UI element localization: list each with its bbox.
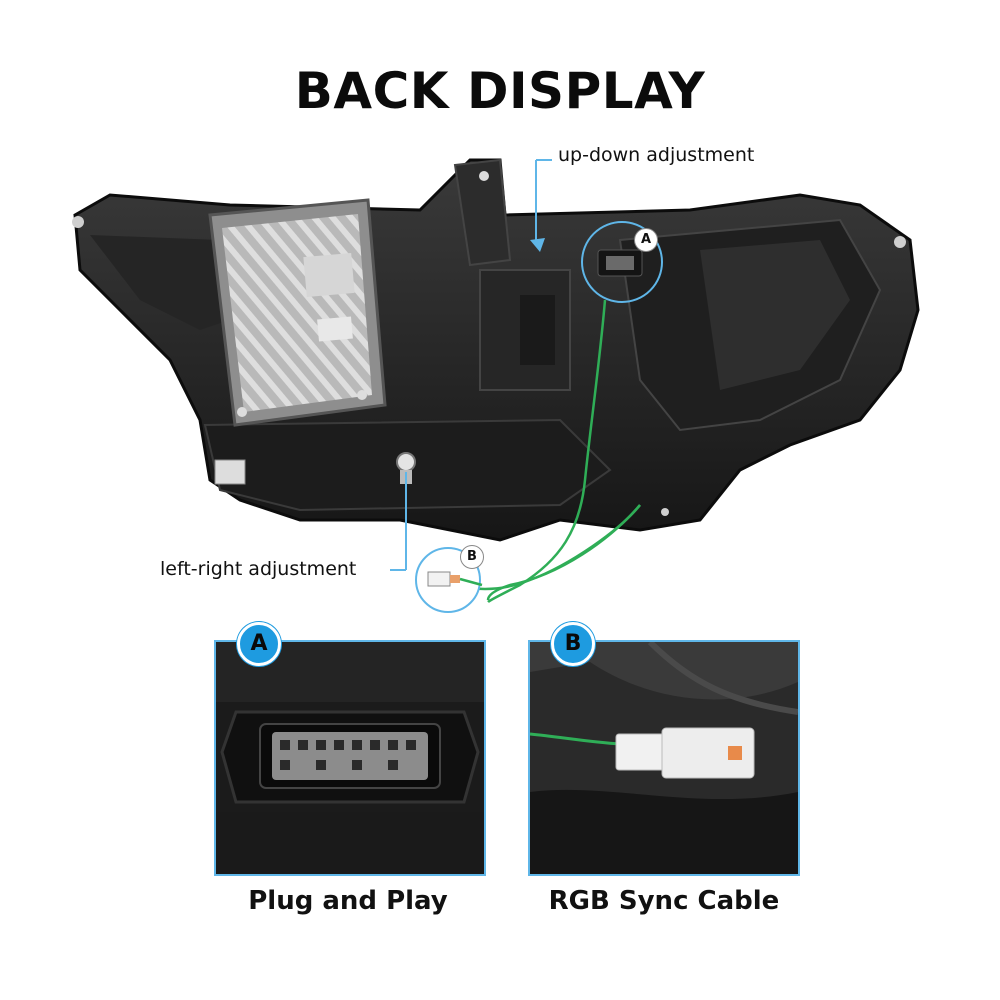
callout-badge-a: A (634, 228, 658, 252)
panel-badge-a: A (237, 622, 281, 666)
panel-badge-b: B (551, 622, 595, 666)
plug-and-play-caption: Plug and Play (248, 886, 448, 916)
headlamp-back-photo (72, 158, 920, 613)
rgb-cable-detail-photo (528, 640, 800, 876)
left-right-adjustment-label: left-right adjustment (160, 558, 357, 580)
connector-detail-photo (214, 640, 486, 876)
up-down-adjustment-label: up-down adjustment (558, 144, 755, 166)
rgb-sync-cable (487, 299, 607, 603)
ballast-module (208, 198, 387, 427)
page-title: BACK DISPLAY (294, 62, 706, 120)
rgb-sync-cable-caption: RGB Sync Cable (548, 886, 780, 916)
callout-badge-b: B (460, 545, 484, 569)
